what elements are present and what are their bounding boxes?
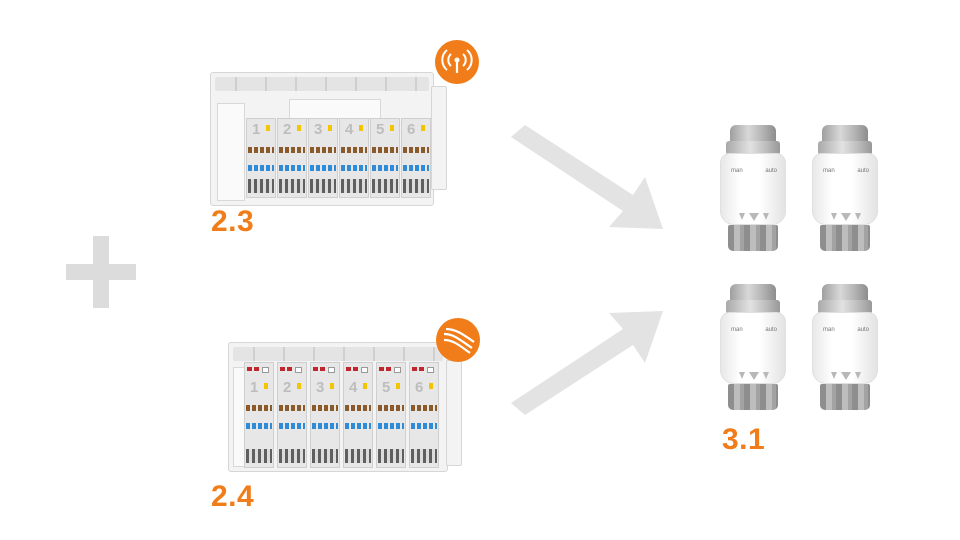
wired-channel-4: 4 <box>343 362 373 468</box>
wired-channel-2: 2 <box>277 362 307 468</box>
thermostatic-head-4: man auto <box>812 284 878 414</box>
wired-channel-5: 5 <box>376 362 406 468</box>
cable-icon <box>443 327 475 354</box>
wired-badge <box>436 318 480 362</box>
channel-number: 4 <box>349 379 358 396</box>
channel-number: 5 <box>376 121 385 138</box>
thermostatic-head-2: man auto <box>812 125 878 255</box>
dial-marks-icon <box>831 372 861 380</box>
wireless-channel-2: 2 <box>277 118 307 198</box>
channel-number: 4 <box>345 121 354 138</box>
dial-text-auto: auto <box>765 327 777 333</box>
channel-number: 1 <box>250 379 259 396</box>
wireless-badge <box>435 40 479 84</box>
channel-number: 6 <box>407 121 416 138</box>
dial-text-auto: auto <box>857 327 869 333</box>
wired-channel-1: 1 <box>244 362 274 468</box>
wireless-controller-side-module <box>431 86 447 190</box>
antenna-signal-icon <box>441 49 473 73</box>
channel-number: 2 <box>283 379 292 396</box>
wireless-channel-5: 5 <box>370 118 400 198</box>
channel-number: 1 <box>252 121 261 138</box>
channel-number: 5 <box>382 379 391 396</box>
channel-number: 3 <box>316 379 325 396</box>
wireless-channel-3: 3 <box>308 118 338 198</box>
thermostat-heads-label: 3.1 <box>722 423 766 456</box>
dial-text-man: man <box>731 327 743 333</box>
thermostatic-head-1: man auto <box>720 125 786 255</box>
dial-marks-icon <box>739 213 769 221</box>
wireless-controller-label: 2.3 <box>211 205 255 238</box>
wired-controller-label: 2.4 <box>211 480 255 513</box>
dial-text-man: man <box>731 168 743 174</box>
dial-text-man: man <box>823 168 835 174</box>
wired-controller-side-module <box>446 360 462 466</box>
dial-marks-icon <box>831 213 861 221</box>
dial-text-man: man <box>823 327 835 333</box>
wired-channel-6: 6 <box>409 362 439 468</box>
channel-number: 3 <box>314 121 323 138</box>
wired-channel-3: 3 <box>310 362 340 468</box>
wireless-channel-6: 6 <box>401 118 431 198</box>
plus-icon <box>66 236 136 308</box>
dial-marks-icon <box>739 372 769 380</box>
arrow-right-up-icon <box>511 311 663 415</box>
dial-text-auto: auto <box>765 168 777 174</box>
thermostatic-head-3: man auto <box>720 284 786 414</box>
channel-number: 6 <box>415 379 424 396</box>
wireless-channel-1: 1 <box>246 118 276 198</box>
channel-number: 2 <box>283 121 292 138</box>
wireless-channel-4: 4 <box>339 118 369 198</box>
dial-text-auto: auto <box>857 168 869 174</box>
arrow-right-down-icon <box>511 125 663 229</box>
